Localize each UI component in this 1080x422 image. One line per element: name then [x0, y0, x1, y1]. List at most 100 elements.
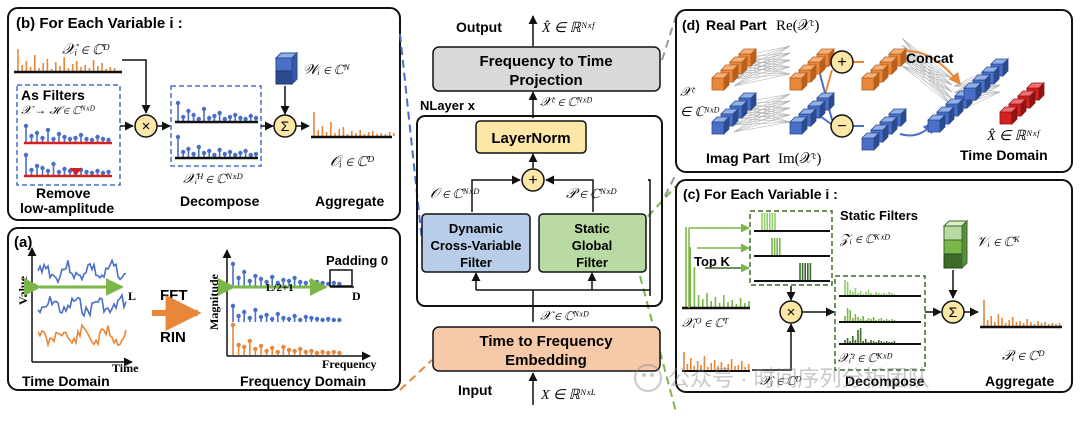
frequency-axis-label: Frequency	[322, 357, 376, 371]
imag-in-cube-side	[732, 108, 739, 127]
p-label: 𝒫 ∈ ℂᴺˣᴰ	[566, 187, 617, 202]
center-pipeline: Output X̂ ∈ ℝᴺˣᶠ Frequency to Time Proje…	[416, 15, 663, 405]
c-decompose-stems	[839, 280, 921, 345]
pi-label: 𝒫ᵢ ∈ ℂᴰ	[1002, 349, 1045, 364]
spec-stem-c-dot	[242, 344, 247, 350]
concat-blue-cube-side	[939, 114, 946, 133]
input-label: Input	[458, 382, 493, 398]
filter-stem-a-dot	[100, 136, 106, 142]
concat-blue-cube-side	[948, 106, 955, 125]
c-aggregate-label: Aggregate	[985, 373, 1054, 389]
spec-stem-b-dot	[258, 314, 264, 320]
filter-stem-b-dot	[34, 163, 40, 169]
D-label: D	[352, 289, 361, 303]
filter-stem-a-dot	[84, 136, 89, 142]
time-to-freq-line2: Embedding	[505, 352, 587, 369]
spec-stem-c-dot	[264, 348, 269, 354]
spec-stem-c-dot	[309, 348, 314, 354]
watermark-text: 公众号 · 时间序列分析团队	[668, 366, 930, 391]
panel-a: (a) Value L Time Time Domain FFT RIN Mag…	[7, 227, 401, 391]
spec-stem-b-dot	[270, 316, 275, 322]
fc-line-1	[733, 93, 791, 126]
static-line3: Filter	[576, 255, 608, 270]
output-cube	[999, 111, 1013, 125]
filter-stem-a-dot	[95, 134, 100, 140]
imag-in-cube-side	[741, 100, 748, 119]
x-sigma-label: 𝒳ᶜ ∈ ℂᴺˣᴰ	[540, 94, 593, 109]
dec-stem-b-dot	[191, 151, 196, 157]
connector-c1	[638, 185, 677, 227]
spec-stem-c-dot	[275, 349, 280, 355]
dec-stem-b-dot	[253, 151, 259, 157]
panel-a-title: (a)	[14, 234, 32, 251]
spec-stem-c-dot	[320, 349, 325, 355]
padding-box	[329, 269, 353, 287]
freq-to-time-line1: Frequency to Time	[479, 53, 612, 70]
dec-stem-b-dot	[248, 152, 253, 158]
spec-stem-a-dot	[298, 279, 303, 285]
fc-line-1	[733, 121, 791, 133]
imag-out-cube	[861, 137, 875, 151]
xi-stem-plot	[17, 49, 116, 71]
spec-stem-a-dot	[292, 275, 297, 281]
concat-blue-cube-side	[957, 98, 964, 117]
oi-label: 𝒪ᵢ ∈ ℂᴰ	[330, 154, 374, 170]
fc-line-1	[733, 107, 791, 133]
spec-stem-b-dot	[292, 313, 297, 319]
output-cube-side	[1038, 82, 1045, 101]
dec-stem-b-dot	[233, 152, 238, 158]
series-wave-1	[37, 258, 127, 285]
svg-text:×: ×	[787, 304, 796, 321]
imag-mid-cube-side	[810, 108, 817, 127]
fc-line-2	[901, 58, 953, 79]
fc-line-0	[733, 73, 791, 87]
spec-stem-c-dot	[281, 344, 286, 350]
real-out-cube-side	[900, 48, 907, 67]
filter-stem-a-dot	[45, 127, 51, 133]
panel-c-title: (c) For Each Variable i :	[683, 186, 838, 202]
filter-stem-b-dot	[89, 170, 95, 176]
filter-stem-b-dot	[23, 152, 29, 158]
padding-label: Padding 0	[326, 253, 388, 268]
spec-stem-c-dot	[298, 346, 303, 352]
dec-stem-b-dot	[238, 150, 243, 156]
spec-stem-c-dot	[236, 342, 241, 348]
x-label: 𝒳 ∈ ℂᴺˣᴰ	[540, 308, 590, 323]
spec-stem-b-dot	[309, 315, 314, 321]
svg-text:Σ: Σ	[281, 118, 290, 134]
filter-stem-b-dot	[51, 161, 56, 167]
imag-mid-cube-side	[828, 92, 835, 111]
freq-to-time-line2: Projection	[509, 72, 582, 89]
panel-c: (c) For Each Variable i : Static Filters…	[675, 179, 1073, 393]
aggregate-stem-plot	[313, 112, 395, 136]
spectrum-stem-plots	[230, 261, 342, 356]
spec-stem-a-dot	[320, 280, 325, 286]
value-axis-label: Value	[16, 275, 30, 305]
filter-stem-a-dot	[34, 130, 40, 136]
dec-stem-b-dot	[227, 149, 233, 155]
dec-stem-a-dot	[196, 116, 201, 122]
filter-stem-a-dot	[67, 136, 73, 142]
filter-stem-a-dot	[62, 134, 67, 140]
imag-to-sub	[819, 115, 832, 125]
spec-stem-b-dot	[236, 313, 241, 319]
L2-label: L/2+1	[266, 282, 294, 294]
c-decompose-label: Decompose	[845, 373, 925, 389]
nlayer-label: NLayer x	[420, 98, 476, 113]
real-out-cube	[861, 77, 875, 91]
dec-stem-a-dot	[191, 112, 196, 118]
spec-stem-c-dot	[247, 338, 252, 344]
dec-stem-a-dot	[238, 115, 243, 121]
output-cube-side	[1029, 90, 1036, 109]
xz-label: 𝒳ᵢᶻ ∈ ℂᴷˣᴰ	[838, 350, 893, 365]
spec-stem-c-dot	[326, 350, 331, 356]
as-filters-box	[16, 84, 121, 186]
dec-stem-b-dot	[175, 134, 181, 140]
filter-stem-a-dot	[29, 133, 34, 139]
L-label: L	[128, 289, 136, 303]
filter-stem-b-dot	[62, 166, 67, 172]
dec-stem-b-dot	[196, 144, 201, 150]
filter-stem-b-dot	[56, 169, 62, 175]
xs-label-2: ∈ ℂᴺˣᴰ	[680, 104, 720, 119]
fc-line-0	[733, 66, 791, 87]
